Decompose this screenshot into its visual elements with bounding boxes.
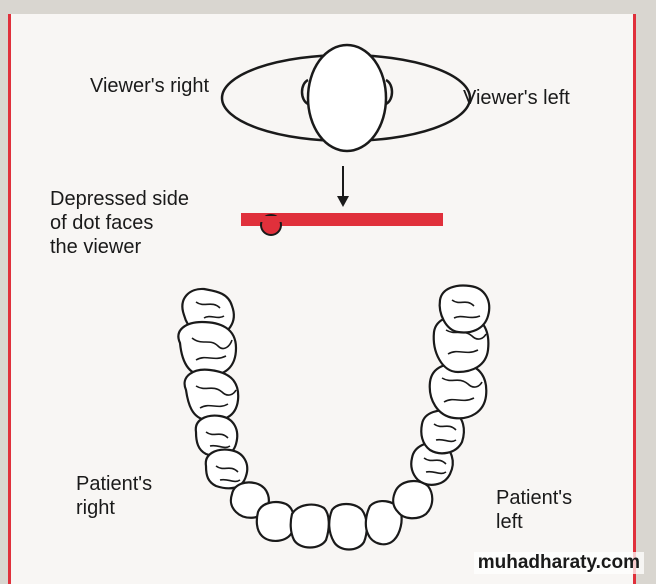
occlusal-detail-lines xyxy=(191,299,487,483)
tooth-right-lateral-incisor xyxy=(255,501,296,542)
viewer-head xyxy=(306,43,388,153)
tooth-right-central-incisor xyxy=(289,503,330,549)
depressed-side-label: Depressed side of dot faces the viewer xyxy=(50,188,189,258)
left-ear xyxy=(300,78,309,106)
tooth-left-canine xyxy=(392,480,434,520)
tooth-right-molar-2 xyxy=(177,320,238,378)
arrow-head xyxy=(337,196,349,207)
tooth-left-central-incisor xyxy=(328,502,368,551)
patients-right-label: Patient's right xyxy=(76,473,153,519)
viewers-left-label: Viewer's left xyxy=(463,87,570,109)
dental-arch xyxy=(177,284,491,551)
patients-left-label: Patient's left xyxy=(496,487,573,533)
tooth-left-molar-3 xyxy=(438,284,491,334)
film-packet-bar xyxy=(241,213,443,226)
tooth-right-premolar-2 xyxy=(194,414,239,458)
viewers-right-label: Viewer's right xyxy=(90,75,210,97)
tooth-right-molar-1 xyxy=(183,368,240,422)
watermark-text: muhadharaty.com xyxy=(473,552,644,574)
right-ear xyxy=(385,78,394,106)
